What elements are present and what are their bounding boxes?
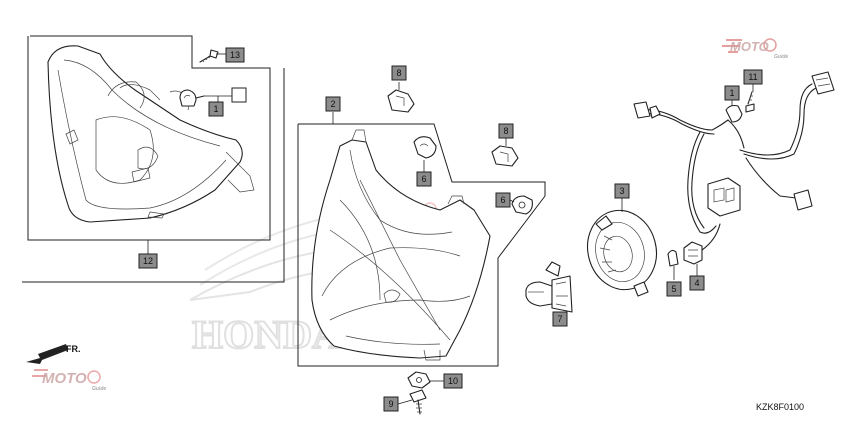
svg-text:12: 12 [143, 256, 153, 266]
diagram-code: KZK8F0100 [756, 402, 804, 412]
svg-text:6: 6 [500, 195, 505, 205]
callout-1-left: 1 [208, 101, 224, 117]
svg-text:11: 11 [748, 72, 757, 82]
svg-text:2: 2 [330, 99, 335, 109]
callout-8-upper: 8 [391, 65, 407, 81]
callout-12: 12 [138, 253, 158, 269]
dust-cover-3 [587, 196, 657, 297]
svg-text:13: 13 [230, 50, 240, 60]
callout-13: 13 [225, 47, 245, 63]
moto-watermark-bottom-left: MOTO Guide [32, 369, 106, 392]
assembly-frame-2 [297, 123, 546, 367]
callout-3: 3 [614, 183, 630, 199]
screw-13 [199, 49, 226, 63]
svg-text:6: 6 [421, 174, 426, 184]
callout-1-right: 1 [724, 85, 740, 101]
svg-text:1: 1 [213, 104, 218, 114]
svg-text:7: 7 [557, 314, 562, 324]
callout-10: 10 [443, 373, 463, 389]
callout-5: 5 [666, 281, 682, 297]
moto-watermark-text: MOTO [730, 39, 769, 54]
moto-watermark-subtext: Guide [92, 386, 106, 392]
moto-watermark-text: MOTO [42, 370, 87, 387]
callout-6-upper: 6 [416, 171, 432, 187]
callout-11: 11 [743, 69, 763, 85]
front-direction-label: FR. [66, 344, 81, 354]
svg-text:5: 5 [671, 284, 676, 294]
grommet-8-upper [387, 82, 415, 113]
svg-text:3: 3 [619, 186, 624, 196]
svg-text:10: 10 [448, 376, 458, 386]
svg-text:1: 1 [729, 88, 734, 98]
callout-8-middle: 8 [498, 123, 514, 139]
headlight-assembly-complete [47, 45, 255, 223]
callout-9: 9 [383, 396, 399, 412]
clip-6-upper [413, 136, 437, 172]
grommet-8-middle [491, 138, 519, 167]
screw-9 [397, 389, 427, 415]
clip-1-left [179, 89, 232, 107]
callout-7: 7 [552, 311, 568, 327]
svg-text:9: 9 [388, 399, 393, 409]
screw-11 [745, 84, 755, 113]
front-direction-arrow: FR. [26, 344, 81, 364]
svg-text:8: 8 [396, 68, 401, 78]
callout-6-right: 6 [495, 192, 511, 208]
assembly-frame-12 [22, 35, 285, 283]
empty-reference-box [231, 87, 247, 103]
bulb-socket-4 [683, 223, 721, 276]
svg-text:8: 8 [503, 126, 508, 136]
sub-wire-harness [633, 71, 835, 234]
callout-2: 2 [325, 96, 341, 112]
svg-text:4: 4 [694, 278, 699, 288]
moto-watermark-top-right: MOTO Guide [722, 38, 788, 60]
moto-watermark-subtext: Guide [774, 54, 788, 60]
nut-10 [407, 371, 444, 389]
headlight-unit [311, 129, 491, 361]
callout-4: 4 [689, 275, 705, 291]
headlight-bulb-7 [525, 261, 573, 318]
callout-leaders [147, 112, 334, 254]
position-bulb-5 [667, 249, 679, 280]
clip-6-right [509, 195, 533, 215]
